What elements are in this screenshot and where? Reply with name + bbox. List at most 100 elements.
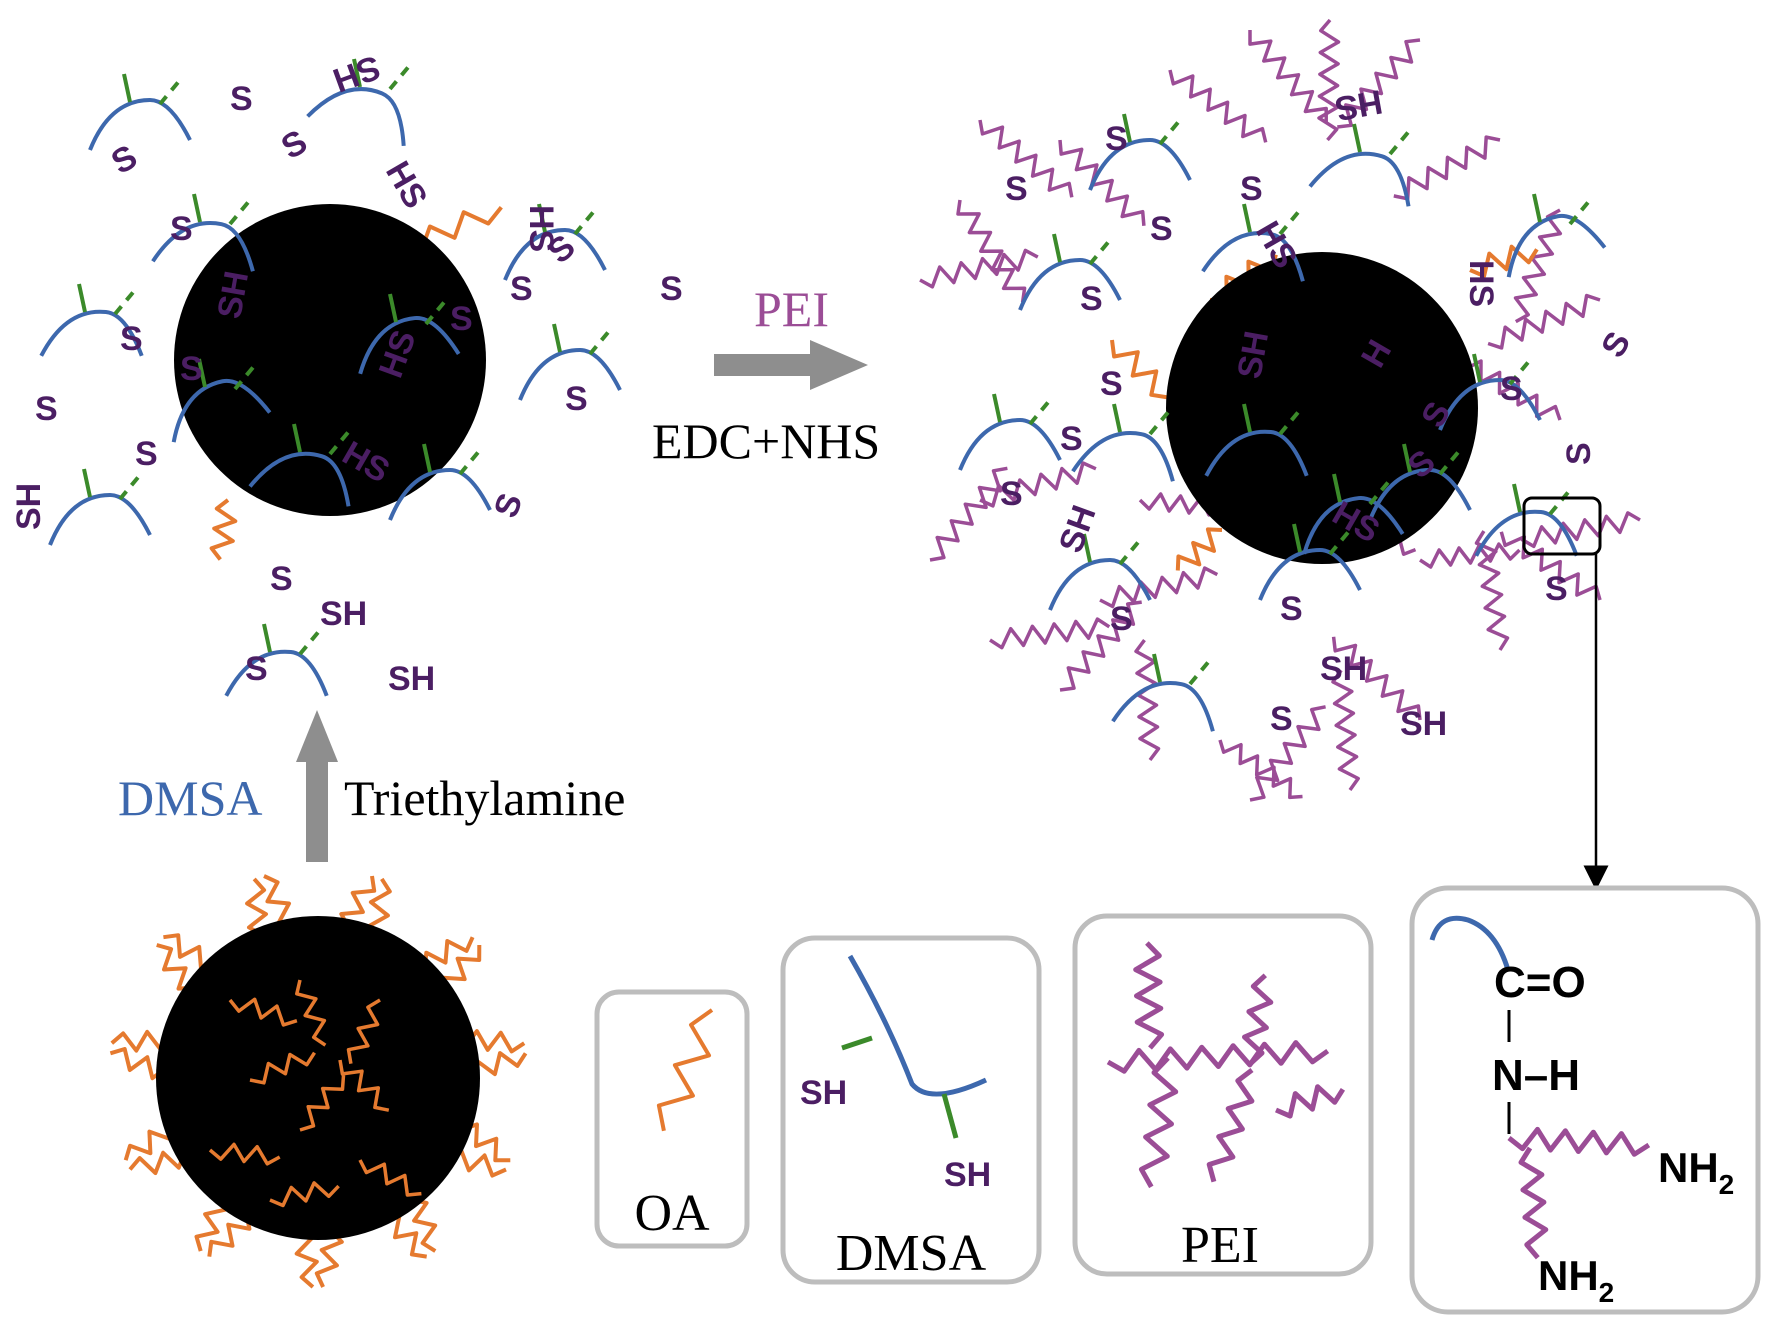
thiol-bond (352, 58, 362, 88)
legend-dmsa: SH SH DMSA (780, 935, 1042, 1285)
disulfide-link (388, 63, 412, 91)
disulfide-link (1388, 128, 1412, 156)
dmsa-ligands (39, 58, 1607, 732)
oa-chain (228, 997, 298, 1027)
pei-chain (1058, 139, 1146, 226)
dmsa-ligand (88, 97, 192, 151)
thiol-group-label: S (1270, 700, 1293, 738)
oa-chain (269, 1181, 340, 1208)
thiol-group-label: HS (1332, 82, 1385, 128)
disulfide-link (1158, 118, 1182, 146)
pei-chain (979, 461, 1097, 508)
dmsa-ligand (1438, 377, 1542, 431)
thiol-group-label: S (1060, 420, 1083, 458)
disulfide-link (1368, 478, 1392, 506)
oa-chain (358, 1159, 422, 1197)
thiol-bond (1352, 123, 1362, 153)
pei-chain (989, 617, 1111, 650)
pei-chain (919, 248, 1039, 289)
arrow-right-step2 (714, 340, 868, 390)
disulfide-link (1118, 538, 1142, 566)
dmsa-ligand (1302, 496, 1405, 555)
thiol-bond (1472, 353, 1482, 383)
thiol-bond (197, 358, 207, 388)
dmsa-ligand (1474, 509, 1579, 557)
legend-sh-2: SH (944, 1156, 991, 1194)
pei-backbone (1106, 1040, 1330, 1074)
disulfide-link (1278, 208, 1302, 236)
disulfide-link (158, 78, 182, 106)
disulfide-link (1328, 528, 1352, 556)
disulfide-link (1568, 198, 1592, 226)
dmsa-ligand (1088, 137, 1192, 191)
thiol-bond (1152, 653, 1162, 683)
thiol-group-label: SH (10, 483, 48, 530)
thiol-bond (1532, 193, 1542, 223)
oa-chain (346, 998, 381, 1064)
dmsa-ligand (1201, 231, 1305, 282)
thiol-group-label: S (275, 123, 314, 167)
pei-chain (1249, 705, 1326, 802)
thiol-group-label: S (1005, 170, 1028, 208)
thiol-group-label: S (180, 350, 203, 388)
thiol-group-label: S (1110, 600, 1133, 638)
thiol-group-label: S (1105, 120, 1128, 158)
pei-branch (1138, 1056, 1179, 1189)
pei-chain (1513, 208, 1563, 324)
pei-branch (1275, 1084, 1346, 1119)
thiol-group-label: SH (1400, 705, 1447, 743)
thiol-group-label: S (1280, 590, 1303, 628)
thiol-group-label: HS (1462, 260, 1500, 307)
pei-chain (1331, 636, 1422, 721)
disulfide-link (573, 208, 597, 236)
thiol-group-label: HS (522, 205, 560, 252)
thiol-bond (122, 73, 132, 103)
thiol-bond (1112, 403, 1122, 433)
oa-chains-on-core (208, 979, 422, 1208)
legend-pei: PEI (1072, 913, 1374, 1277)
dmsa-ligand (1368, 467, 1472, 521)
thiol-group-label: S (1080, 280, 1103, 318)
thiol-group-label: S (105, 138, 144, 182)
reaction-conditions-label: EDC+NHS (652, 413, 880, 469)
thiol-bond (1242, 403, 1252, 433)
disulfide-link (118, 473, 142, 501)
oa-chain (249, 1051, 316, 1085)
dmsa-ligand (224, 649, 329, 697)
thiol-group-label: SH (1230, 328, 1276, 381)
thiol-group-label: HS (378, 155, 435, 215)
pei-chains (919, 18, 1641, 802)
legend-pei-structure (1106, 941, 1346, 1189)
thiol-bond (992, 393, 1002, 423)
pei-chain (1499, 531, 1602, 601)
dmsa-ligand (1204, 429, 1309, 477)
pei-chain (1337, 38, 1421, 129)
thiol-group-label: SH (210, 268, 256, 321)
dmsa-ligand (358, 316, 461, 375)
dmsa-nanoparticle-core (174, 204, 486, 516)
disulfide-link (1278, 408, 1302, 436)
legend-amide-zoom: C=O N–H NH2 NH2 (1409, 885, 1761, 1315)
dmsa-ligand (388, 467, 492, 521)
pei-chain (1331, 669, 1360, 792)
disulfide-link (298, 628, 322, 656)
dmsa-ligand (151, 221, 255, 272)
thiol-group-label: SH (388, 660, 435, 698)
thiol-group-label: SH (1320, 650, 1367, 688)
pei-backbone (1507, 1126, 1651, 1157)
thiol-bond (552, 323, 562, 353)
disulfide-link (1088, 238, 1112, 266)
thiol-bond (77, 283, 87, 313)
thiol-bond (1402, 443, 1412, 473)
thiol-group-label: S (565, 380, 588, 418)
pei-chain (978, 119, 1074, 198)
thiol-bond (292, 423, 302, 453)
oa-chain (338, 1059, 390, 1112)
oa-chain (299, 1075, 346, 1132)
dmsa-ligand (1506, 213, 1607, 278)
pei-branch (1133, 941, 1165, 1050)
legend-pei-label: PEI (1181, 1217, 1259, 1274)
zoom-pei-fragment (1507, 1126, 1651, 1260)
legend-oa-label: OA (634, 1185, 710, 1242)
